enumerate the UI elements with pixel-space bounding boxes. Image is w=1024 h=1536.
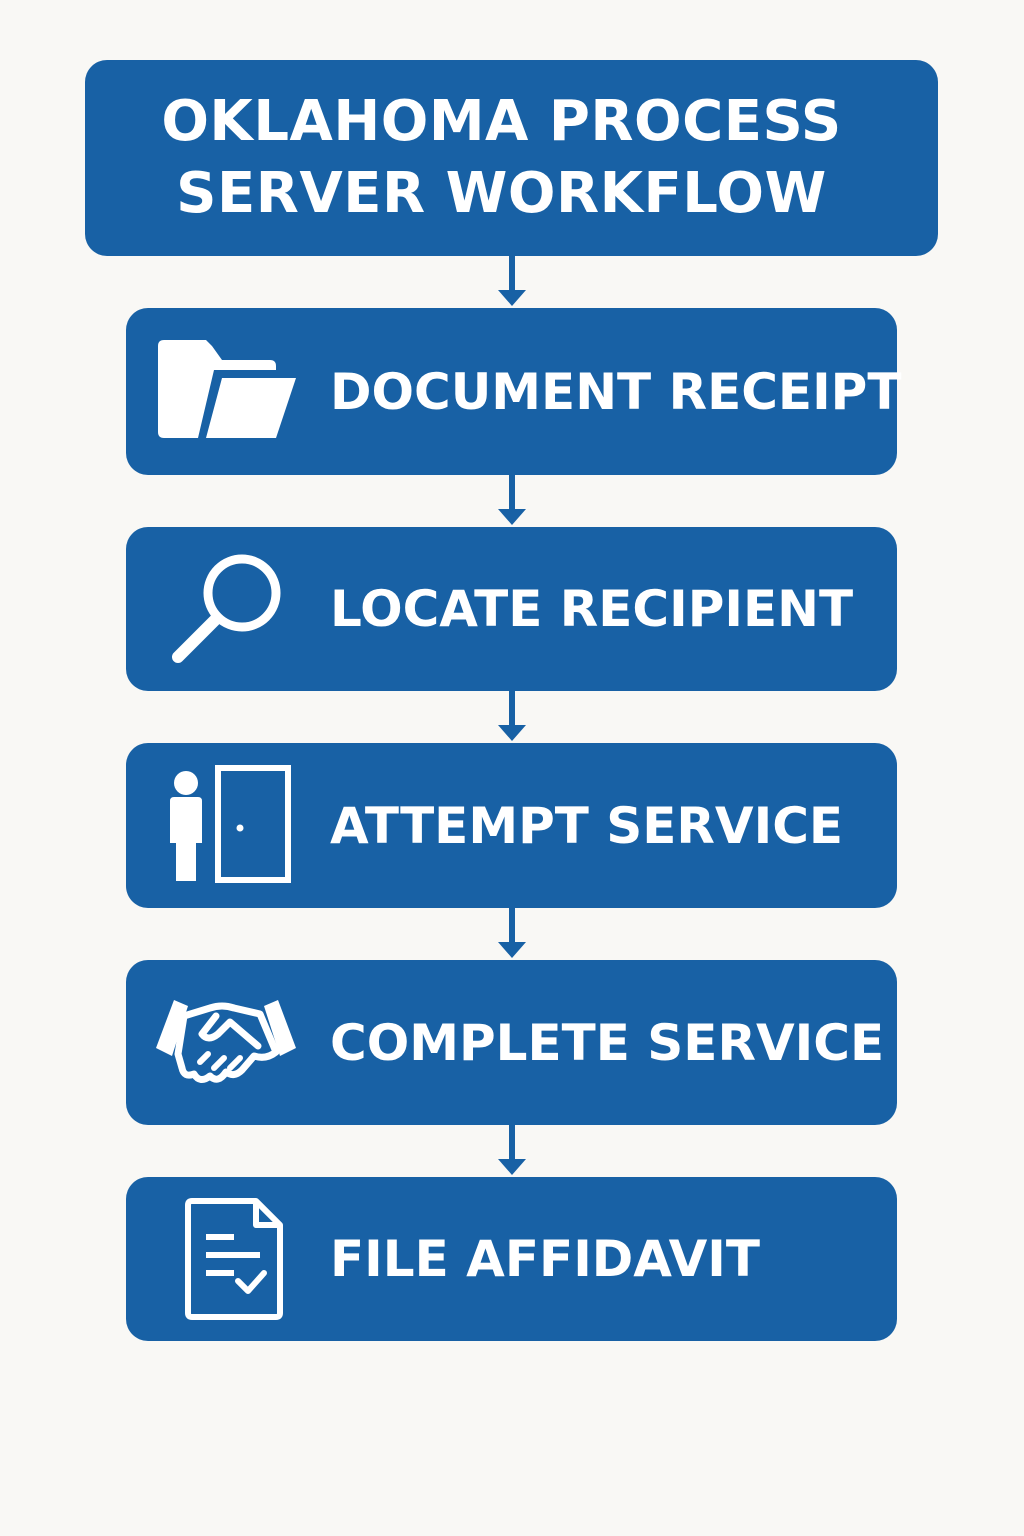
flow-arrow — [494, 256, 530, 308]
flow-arrow — [494, 1125, 530, 1177]
flow-arrow — [494, 908, 530, 960]
step-complete-service: COMPLETE SERVICE — [126, 960, 897, 1125]
step-label: DOCUMENT RECEIPT — [330, 362, 902, 421]
step-label: LOCATE RECIPIENT — [330, 580, 854, 638]
title-line-2: SERVER WORKFLOW — [176, 161, 827, 226]
person-door-icon — [126, 743, 326, 908]
handshake-icon — [126, 960, 326, 1125]
step-locate-recipient: LOCATE RECIPIENT — [126, 527, 897, 691]
flow-arrow — [494, 691, 530, 743]
document-check-icon — [126, 1177, 326, 1341]
flow-arrow — [494, 475, 530, 527]
step-label: COMPLETE SERVICE — [330, 1013, 885, 1072]
title-box: OKLAHOMA PROCESS SERVER WORKFLOW — [85, 60, 938, 256]
step-label: FILE AFFIDAVIT — [330, 1230, 761, 1288]
folder-icon — [126, 308, 326, 475]
magnifier-icon — [126, 527, 326, 691]
diagram-title: OKLAHOMA PROCESS SERVER WORKFLOW — [161, 86, 841, 230]
step-document-receipt: DOCUMENT RECEIPT — [126, 308, 901, 475]
title-line-1: OKLAHOMA PROCESS — [161, 89, 842, 154]
step-attempt-service: ATTEMPT SERVICE — [126, 743, 897, 908]
step-label: ATTEMPT SERVICE — [330, 796, 844, 855]
step-file-affidavit: FILE AFFIDAVIT — [126, 1177, 897, 1341]
